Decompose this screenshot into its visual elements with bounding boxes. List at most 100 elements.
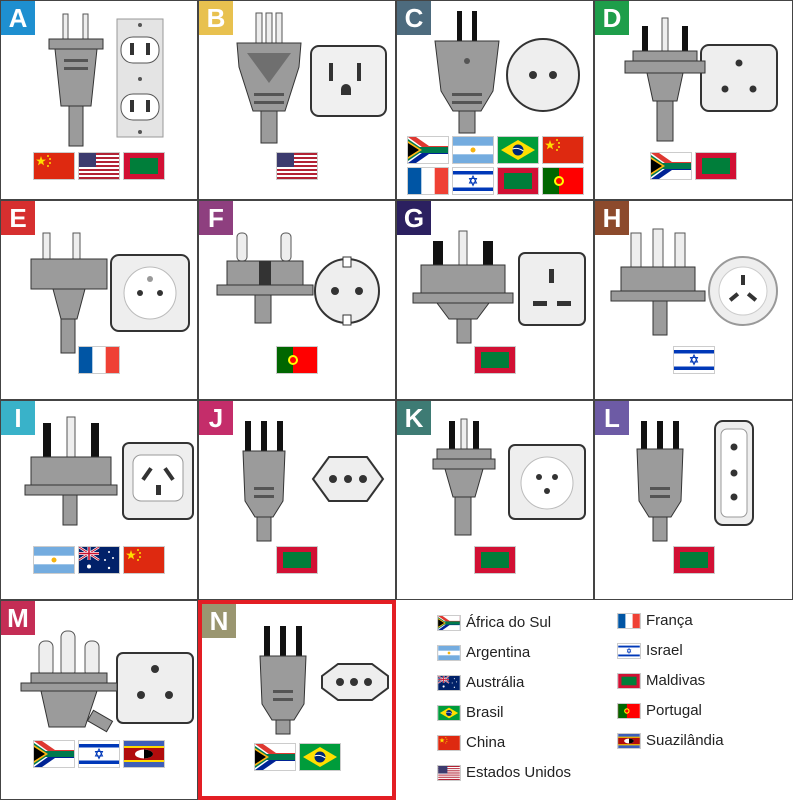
flag-au-icon (79, 547, 119, 573)
flag-mv-icon (124, 153, 164, 179)
legend-item-za: África do Sul (438, 614, 551, 631)
legend-label: China (466, 734, 506, 751)
flag-mv-icon (696, 153, 736, 179)
flag-mv-icon (475, 547, 515, 573)
plug-socket-l-icon (636, 420, 754, 542)
plug-socket-m-icon (20, 630, 194, 733)
plug-socket-k-icon (432, 418, 586, 536)
country-flags (199, 347, 395, 373)
flag-fr-icon (618, 613, 640, 628)
flag-il-icon (452, 168, 493, 194)
country-flags (405, 137, 585, 194)
flag-mv-icon (475, 347, 515, 373)
flag-br-icon (438, 705, 460, 720)
country-flags (397, 347, 593, 373)
legend-item-pt: Portugal (618, 702, 702, 719)
plug-socket-c-icon (434, 11, 580, 134)
plug-socket-a-icon (48, 13, 164, 147)
flag-mv-icon (277, 547, 317, 573)
flag-cn-icon (438, 735, 460, 750)
flag-za-icon (651, 153, 691, 179)
legend-label: Austrália (466, 674, 525, 691)
flag-cn-icon (542, 137, 583, 163)
legend-item-ar: Argentina (438, 644, 530, 661)
flag-br-icon (497, 137, 538, 163)
plug-type-d: D (594, 0, 793, 200)
flag-mv-icon (673, 547, 714, 573)
plug-socket-e-icon (30, 232, 190, 354)
legend-label: Portugal (646, 702, 702, 719)
type-letter-badge: A (1, 1, 35, 35)
type-letter-badge: C (397, 1, 431, 35)
plug-type-g: G (396, 200, 594, 400)
flag-il-icon (673, 347, 714, 373)
flag-au-icon (438, 675, 460, 690)
plug-type-l: L (594, 400, 793, 600)
plug-type-m: M (0, 600, 198, 800)
country-flags (1, 153, 197, 179)
plug-socket-d-icon (624, 17, 778, 142)
flag-pt-icon (618, 703, 640, 718)
type-letter-badge: D (595, 1, 629, 35)
type-letter-badge: E (1, 201, 35, 235)
flag-za-icon (407, 137, 448, 163)
plug-type-e: E (0, 200, 198, 400)
type-letter-badge: G (397, 201, 431, 235)
country-flags (595, 547, 792, 573)
legend-item-fr: França (618, 612, 693, 629)
flag-il-icon (618, 643, 640, 658)
flag-pt-icon (542, 168, 583, 194)
legend-item-br: Brasil (438, 704, 504, 721)
flag-us-icon (79, 153, 119, 179)
country-flags (397, 547, 593, 573)
country-flags (199, 153, 395, 179)
type-letter-badge: L (595, 401, 629, 435)
legend-item-au: Austrália (438, 674, 524, 691)
plug-socket-i-icon (24, 416, 194, 526)
type-letter-badge: J (199, 401, 233, 435)
flag-us-icon (438, 765, 460, 780)
type-letter-badge: I (1, 401, 35, 435)
legend-item-mv: Maldivas (618, 672, 705, 689)
type-letter-badge: H (595, 201, 629, 235)
type-letter-badge: K (397, 401, 431, 435)
plug-type-f: F (198, 200, 396, 400)
flag-sz-icon (618, 733, 640, 748)
flag-br-icon (299, 744, 340, 770)
legend-label: Suazilândia (646, 732, 724, 749)
country-flags (1, 547, 197, 573)
plug-type-j: J (198, 400, 396, 600)
flag-ar-icon (438, 645, 460, 660)
flag-mv-icon (497, 168, 538, 194)
legend-label: Israel (646, 642, 683, 659)
plug-type-c: C (396, 0, 594, 200)
country-flags (595, 153, 792, 179)
country-flags (1, 741, 197, 767)
country-flags (199, 547, 395, 573)
plug-type-i: I (0, 400, 198, 600)
legend-item-cn: China (438, 734, 505, 751)
plug-socket-f-icon (216, 232, 380, 326)
flag-ar-icon (34, 547, 74, 573)
type-letter-badge: B (199, 1, 233, 35)
flag-za-icon (438, 615, 460, 630)
plug-type-b: B (198, 0, 396, 200)
plug-type-k: K (396, 400, 594, 600)
legend-label: Maldivas (646, 672, 706, 689)
legend-item-sz: Suazilândia (618, 732, 724, 749)
legend-item-il: Israel (618, 642, 683, 659)
flag-cn-icon (34, 153, 74, 179)
flag-us-icon (277, 153, 317, 179)
flag-il-icon (79, 741, 119, 767)
flag-pt-icon (277, 347, 317, 373)
flag-ar-icon (452, 137, 493, 163)
legend-label: África do Sul (466, 614, 552, 631)
plug-socket-n-icon (259, 626, 389, 735)
country-flags (202, 744, 392, 770)
legend-label: Argentina (466, 644, 531, 661)
legend-label: Estados Unidos (466, 764, 572, 781)
legend-label: França (646, 612, 693, 629)
plug-type-a: A (0, 0, 198, 200)
legend-label: Brasil (466, 704, 504, 721)
